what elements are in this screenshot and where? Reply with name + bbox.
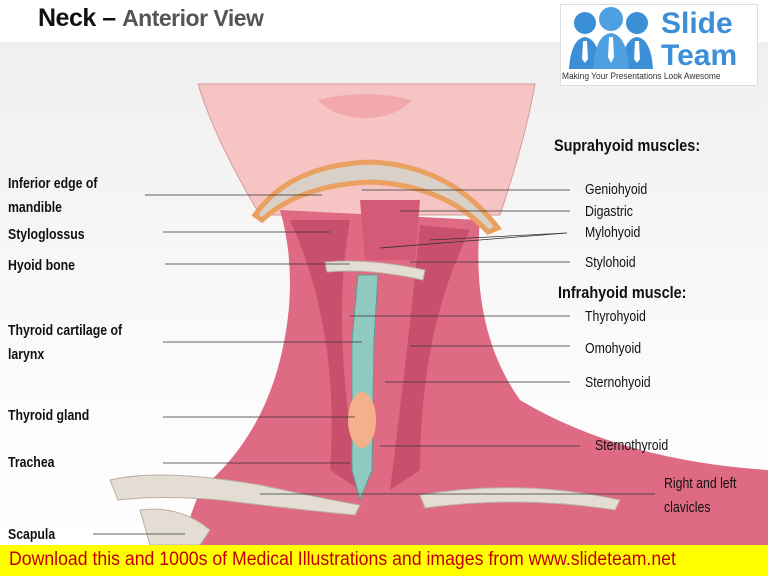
label-stylohoid: Stylohoid bbox=[585, 254, 636, 271]
download-banner-text[interactable]: Download this and 1000s of Medical Illus… bbox=[9, 549, 676, 570]
slide-title: Neck – Anterior View bbox=[38, 4, 264, 32]
label-geniohyoid: Geniohyoid bbox=[585, 181, 648, 198]
suprahyoid-header: Suprahyoid muscles: bbox=[554, 136, 701, 155]
scapula bbox=[139, 508, 211, 545]
label-hyoid-bone: Hyoid bone bbox=[8, 257, 75, 274]
hyoid-bone bbox=[324, 260, 426, 281]
slideteam-logo: Slide Team Making Your Presentations Loo… bbox=[560, 4, 758, 86]
infrahyoid-header: Infrahyoid muscle: bbox=[558, 283, 687, 302]
left-infrahyoid-muscle bbox=[290, 220, 360, 490]
right-clavicle bbox=[419, 487, 621, 511]
lips bbox=[318, 94, 412, 118]
label-styloglossus: Styloglossus bbox=[8, 226, 85, 243]
label-scapula: Scapula bbox=[8, 526, 56, 543]
label-trachea: Trachea bbox=[8, 454, 55, 471]
logo-word-team: Team bbox=[661, 39, 738, 72]
leader-lines bbox=[93, 189, 655, 535]
label-sternothyroid: Sternothyroid bbox=[595, 437, 669, 454]
left-clavicle bbox=[109, 474, 361, 516]
download-banner[interactable]: Download this and 1000s of Medical Illus… bbox=[0, 545, 768, 576]
right-infrahyoid-muscle bbox=[390, 225, 470, 490]
label-thyrohyoid: Thyrohyoid bbox=[585, 308, 646, 325]
thyroid-gland bbox=[348, 392, 376, 448]
logo-tagline: Making Your Presentations Look Awesome bbox=[562, 71, 721, 81]
label-omohyoid: Omohyoid bbox=[585, 340, 642, 357]
suprahyoid-muscles bbox=[360, 200, 420, 260]
people-icon bbox=[569, 7, 653, 69]
mandible-edge bbox=[251, 159, 502, 235]
label-mylohyoid: Mylohyoid bbox=[585, 224, 641, 241]
label-thyroid-gland: Thyroid gland bbox=[8, 407, 90, 424]
label-sternohyoid: Sternohyoid bbox=[585, 374, 651, 391]
neck-illustration bbox=[93, 83, 768, 545]
label-digastric: Digastric bbox=[585, 203, 633, 220]
logo-word-slide: Slide bbox=[661, 7, 733, 40]
